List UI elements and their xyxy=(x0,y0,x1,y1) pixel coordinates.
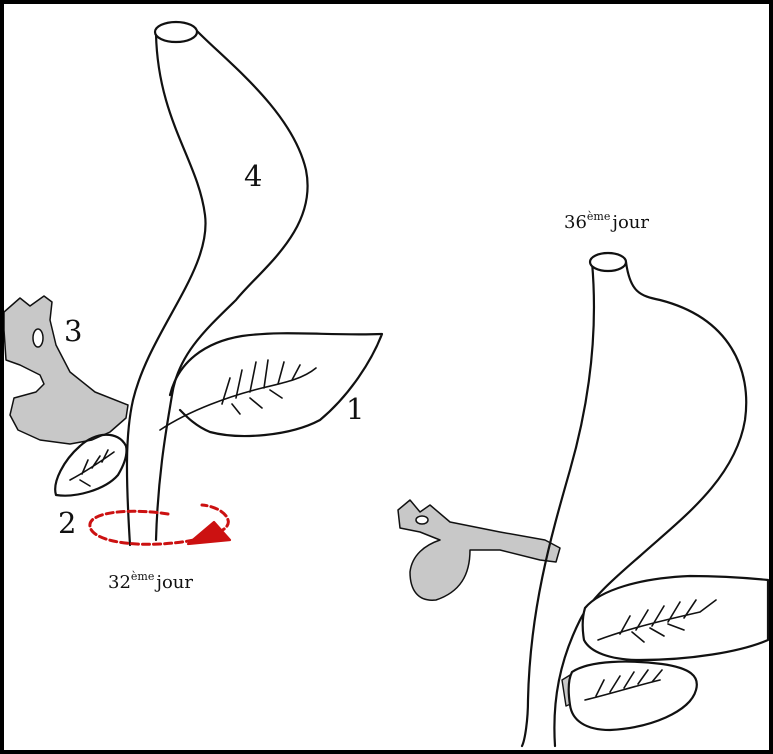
stage-36-drawing xyxy=(398,253,768,746)
dorsal-bud-veins xyxy=(160,360,316,430)
rotation-arrowhead xyxy=(188,522,230,544)
caption-day-32-number: 32 xyxy=(108,572,131,593)
tube-top-opening xyxy=(155,22,197,42)
ventral-bud-veins xyxy=(70,450,114,486)
stomach-top-opening xyxy=(590,253,626,271)
caption-day-36-word: jour xyxy=(612,212,649,233)
label-4: 4 xyxy=(244,159,262,193)
label-2: 2 xyxy=(58,506,76,540)
embryo-diagram xyxy=(4,4,769,750)
stage-32-drawing xyxy=(4,22,382,545)
label-1: 1 xyxy=(346,392,364,426)
pancreas-lower-leaf xyxy=(569,662,697,730)
caption-day-36-suffix: ème xyxy=(587,210,610,223)
gallbladder-cavity xyxy=(416,516,428,524)
hepatic-cavity xyxy=(33,329,43,347)
caption-day-32-word: jour xyxy=(156,572,193,593)
label-3: 3 xyxy=(64,314,82,348)
gallbladder-shaded xyxy=(398,500,560,600)
caption-day-36-number: 36 xyxy=(564,212,587,233)
gut-tube-outline xyxy=(127,30,308,545)
caption-day-32-suffix: ème xyxy=(131,570,154,583)
